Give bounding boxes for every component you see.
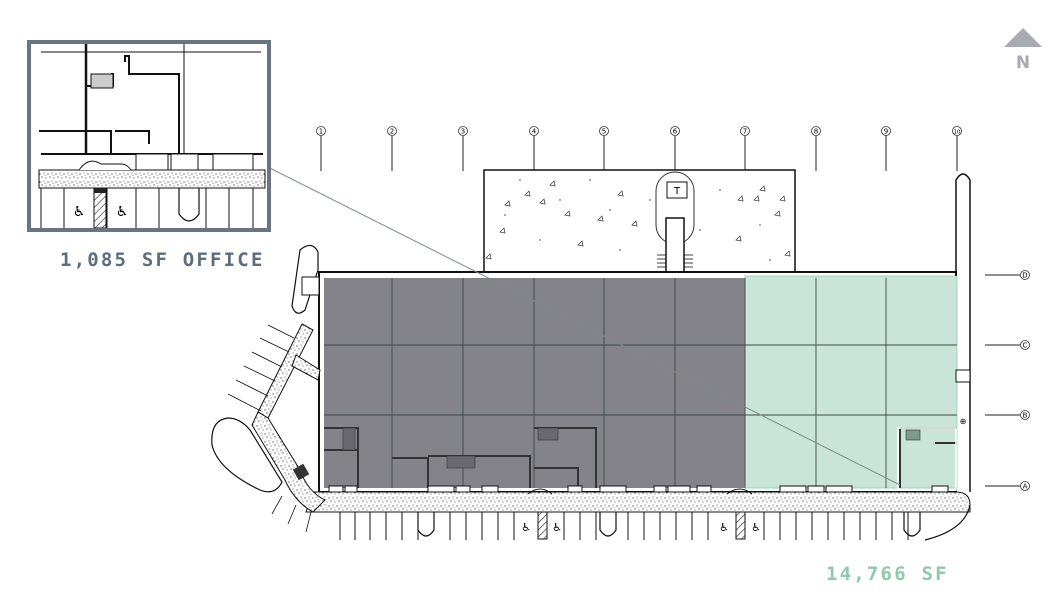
svg-text:7: 7 <box>743 128 747 136</box>
grid-col-5: 5 <box>599 126 609 171</box>
svg-text:C: C <box>1023 342 1028 350</box>
accessible-parking-west: ♿ ♿ <box>521 511 562 540</box>
svg-text:5: 5 <box>602 128 606 136</box>
north-label: N <box>1015 53 1031 73</box>
svg-text:4: 4 <box>532 128 537 136</box>
svg-text:2: 2 <box>390 128 394 136</box>
wheelchair-icon: ♿ <box>73 204 86 220</box>
svg-text:1: 1 <box>319 128 323 136</box>
callout-leader-line <box>219 142 901 486</box>
structural-grid <box>324 278 957 488</box>
available-area-label: 14,766 SF <box>826 563 949 585</box>
grid-row-a: A <box>985 481 1030 491</box>
grid-col-10: 10 <box>952 126 962 171</box>
truck-court: T <box>483 169 796 275</box>
grid-col-1: 1 <box>316 126 326 171</box>
grid-col-7: 7 <box>740 126 750 171</box>
wheelchair-icon: ♿ <box>751 521 761 534</box>
grid-row-d: D <box>985 270 1030 280</box>
svg-text:8: 8 <box>814 128 818 136</box>
transformer-label: T <box>673 186 681 197</box>
landscape-islands <box>417 504 971 541</box>
transformer-box <box>666 181 688 199</box>
grid-col-2: 2 <box>387 126 397 171</box>
office-area-label: 1,085 SF OFFICE <box>60 249 265 271</box>
wheelchair-icon: ♿ <box>521 521 531 534</box>
svg-text:D: D <box>1022 272 1027 280</box>
svg-text:⊕: ⊕ <box>960 417 967 426</box>
north-arrow-icon <box>1004 28 1042 47</box>
grid-col-3: 3 <box>458 126 468 171</box>
available-space <box>744 275 958 489</box>
east-walkway: ⊕ <box>955 173 971 492</box>
svg-text:9: 9 <box>884 128 888 136</box>
wheelchair-icon: ♿ <box>719 521 729 534</box>
office-inset-plan: ♿ ♿ <box>38 44 266 228</box>
column-grid: 1 2 3 4 5 6 7 8 9 10 <box>316 126 962 171</box>
grid-col-9: 9 <box>881 126 891 171</box>
accessible-parking-east: ♿ ♿ <box>719 511 761 540</box>
svg-text:B: B <box>1023 412 1028 420</box>
grid-row-c: C <box>985 340 1030 350</box>
svg-text:A: A <box>1023 483 1028 491</box>
grid-col-8: 8 <box>811 126 821 171</box>
svg-text:3: 3 <box>461 128 465 136</box>
office-inset-detail: ♿ ♿ <box>27 40 271 232</box>
office-highlight <box>897 427 957 491</box>
wheelchair-icon: ♿ <box>552 521 562 534</box>
occupied-space <box>324 278 745 488</box>
wheelchair-icon: ♿ <box>116 204 129 220</box>
row-grid: D C B A <box>985 270 1030 491</box>
grid-row-b: B <box>985 410 1030 420</box>
grid-col-6: 6 <box>670 126 680 171</box>
west-walkway <box>211 244 326 533</box>
svg-text:6: 6 <box>673 128 678 136</box>
grid-col-4: 4 <box>529 126 539 171</box>
svg-text:10: 10 <box>954 130 961 136</box>
north-arrow: N <box>1004 28 1042 84</box>
parking-stalls <box>339 512 909 540</box>
front-sidewalk <box>305 491 971 513</box>
